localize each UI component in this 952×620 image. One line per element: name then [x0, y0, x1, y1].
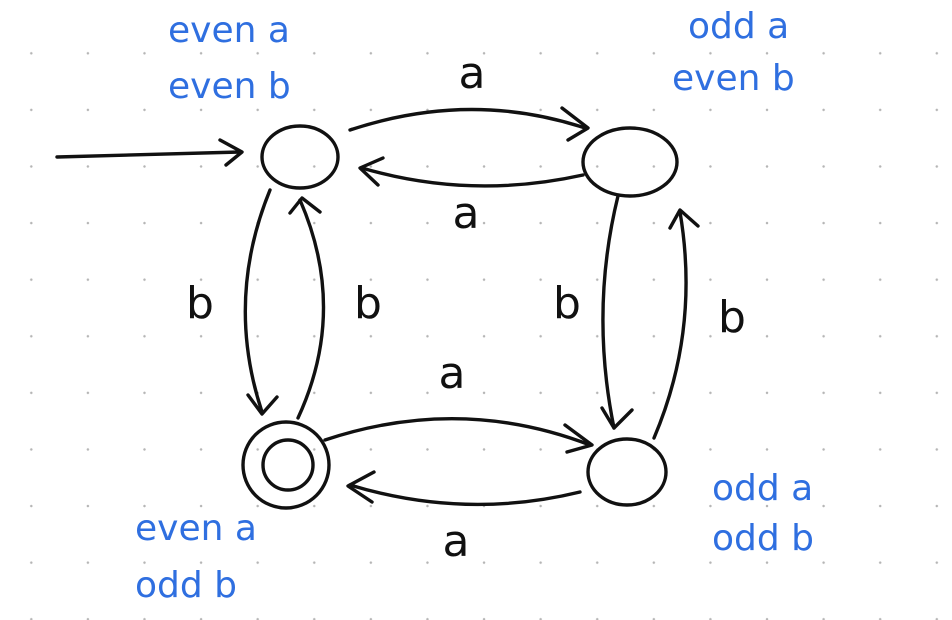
- start-arrow: [55, 138, 244, 167]
- state-even-a-odd-b: [241, 420, 331, 510]
- state-odd-a-odd-b: [586, 437, 668, 507]
- state-label-q0: even a even b: [168, 10, 291, 107]
- accepting-state-outer-ring: [241, 420, 331, 510]
- state-label-q2-line1: even a: [135, 508, 257, 549]
- state-label-q0-line2: even b: [168, 66, 291, 107]
- edge-q2-to-q0: [288, 196, 326, 420]
- label-q2-to-q0: b: [354, 278, 382, 329]
- label-q1-to-q3: b: [553, 278, 581, 329]
- edge-q0-to-q2: [243, 188, 279, 416]
- edge-q3-to-q1: [652, 208, 700, 440]
- label-q3-to-q2: a: [443, 516, 470, 567]
- edge-q0-to-q1: [348, 106, 590, 142]
- edge-q3-to-q2: [346, 470, 582, 507]
- label-q0-to-q2: b: [186, 278, 214, 329]
- state-label-q1-line2: even b: [672, 58, 795, 99]
- state-label-q3-line2: odd b: [712, 518, 814, 559]
- state-odd-a-even-b: [581, 126, 679, 198]
- label-q2-to-q3: a: [439, 348, 466, 399]
- edge-q2-to-q3: [323, 416, 594, 454]
- state-label-q1-line1: odd a: [688, 6, 789, 47]
- label-q3-to-q1: b: [718, 292, 746, 343]
- state-label-q0-line1: even a: [168, 10, 290, 51]
- state-even-a-even-b: [260, 124, 340, 190]
- state-label-q3-line1: odd a: [712, 468, 813, 509]
- label-q0-to-q1: a: [459, 48, 486, 99]
- label-q1-to-q0: a: [453, 188, 480, 239]
- state-label-q2-line2: odd b: [135, 565, 237, 606]
- state-label-q1: odd a even b: [672, 6, 795, 99]
- accepting-state-inner-ring: [261, 438, 315, 492]
- state-label-q3: odd a odd b: [712, 468, 814, 559]
- state-label-q2: even a odd b: [135, 508, 257, 606]
- edge-q1-to-q0: [358, 156, 585, 188]
- edge-q1-to-q3: [600, 194, 634, 430]
